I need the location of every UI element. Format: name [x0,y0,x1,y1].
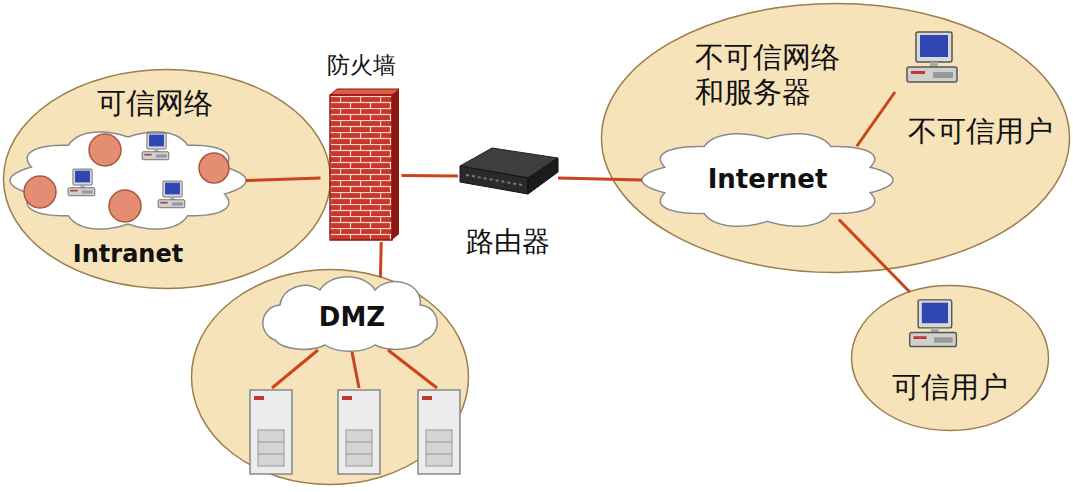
network-link [246,178,321,181]
user-computers [907,32,957,347]
network-link [558,178,642,180]
router-icon [460,148,558,194]
region-ellipse [4,70,331,289]
dmz-wires [272,350,437,388]
node-label: 可信用户 [892,370,1008,405]
node-label: Internet [708,164,828,195]
node-label: 路由器 [466,225,550,259]
node-label: 可信网络 [97,86,213,121]
dmz-cloud [263,277,437,351]
network-link [379,242,383,277]
node-label: 不可信用户 [908,114,1053,149]
node-label: 不可信网络和服务器 [695,40,847,110]
network-link [839,219,910,292]
network-link [857,92,895,146]
dmz-servers [250,390,460,474]
region-ellipse [192,270,469,485]
region-ellipse [602,4,1070,273]
node-label: Intranet [73,240,183,269]
intranet-hosts [24,133,229,222]
network-link [402,174,459,178]
node-label: DMZ [319,302,385,333]
cloud-shape [642,134,893,226]
brick-wall [330,89,399,240]
cloud-shape [10,132,246,229]
region-ellipse [852,286,1049,431]
network-region: 不可信网络和服务器 Internet 不可信用户 [600,2,1071,274]
node-label: 防火墙 [327,52,396,80]
